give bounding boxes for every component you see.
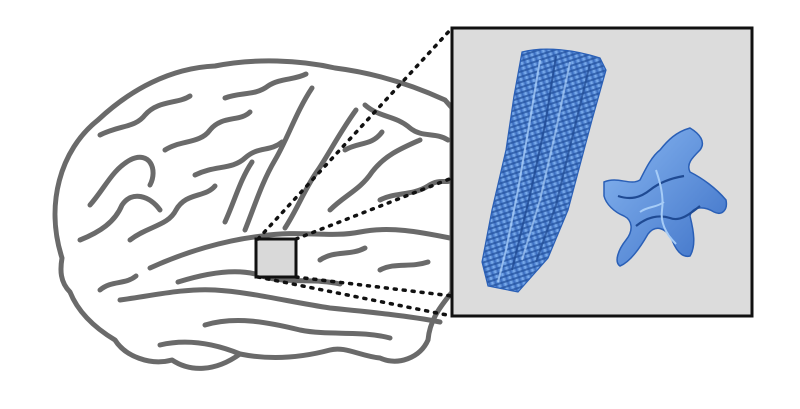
sylvian-fissure (147, 227, 453, 271)
sulcus (192, 139, 285, 178)
sulcus (157, 339, 243, 357)
temporal-lobe-contour (117, 287, 443, 325)
sulcus (362, 102, 451, 143)
cross-section-ridge (639, 201, 665, 213)
sulcus (87, 155, 156, 208)
sulcus (77, 193, 163, 243)
sulcus (317, 245, 368, 263)
fibril-highlight (497, 59, 541, 283)
fibril-groove (511, 55, 557, 271)
sulcus (97, 93, 193, 138)
central-sulcus (242, 85, 315, 233)
zoom-line-mid (294, 176, 454, 241)
fibril-body (481, 48, 607, 293)
sulcus (127, 183, 218, 243)
fibril-highlight (521, 61, 571, 261)
sulcus (97, 273, 139, 293)
amyloid-fibril-cross-section (603, 127, 728, 267)
fibril-groove (535, 63, 591, 263)
zoom-line-lower (294, 275, 454, 298)
cross-section-ridge (617, 174, 685, 200)
sulcus (327, 137, 423, 213)
sulcus (222, 159, 255, 225)
amyloid-fibril-side-view (481, 48, 607, 293)
zoom-line-bottom (256, 275, 454, 318)
brain-outline-icon (52, 58, 455, 371)
sulcus (162, 109, 253, 153)
cross-section-ridge (635, 205, 701, 227)
region-of-interest-box (254, 237, 298, 279)
zoom-line-top (256, 26, 454, 241)
zoom-connector-lines (256, 26, 454, 318)
sulcus (202, 318, 393, 341)
cross-section-ridge (655, 169, 677, 245)
sulcus (377, 259, 431, 273)
sulcus (342, 129, 385, 153)
sulcus (222, 71, 309, 101)
sulcus (282, 107, 359, 231)
